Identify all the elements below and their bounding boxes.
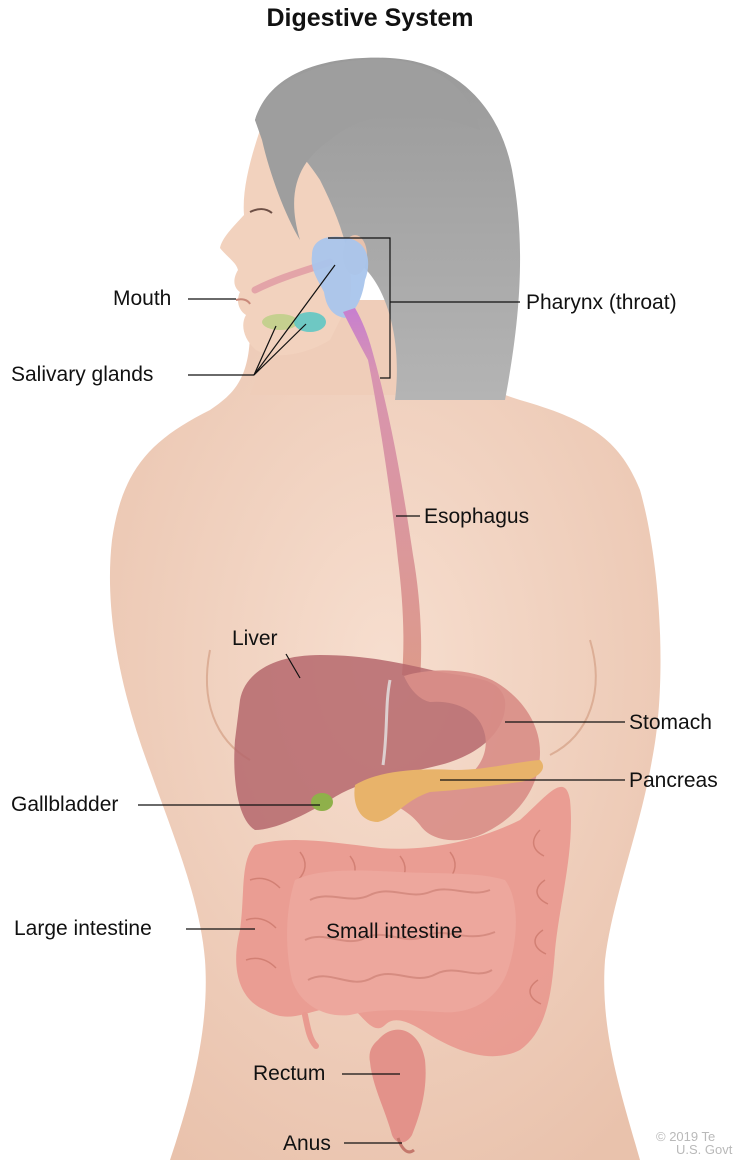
label-esophagus: Esophagus: [424, 505, 529, 529]
label-mouth: Mouth: [113, 287, 171, 311]
label-anus: Anus: [283, 1132, 331, 1156]
copyright-line-2: U.S. Govt: [656, 1143, 732, 1156]
label-stomach: Stomach: [629, 711, 712, 735]
label-large-intestine: Large intestine: [14, 917, 152, 941]
label-rectum: Rectum: [253, 1062, 325, 1086]
label-pharynx: Pharynx (throat): [526, 291, 677, 315]
label-salivary-glands: Salivary glands: [11, 363, 153, 387]
label-small-intestine: Small intestine: [326, 920, 463, 944]
label-gallbladder: Gallbladder: [11, 793, 118, 817]
gallbladder: [311, 793, 333, 811]
label-pancreas: Pancreas: [629, 769, 718, 793]
label-liver: Liver: [232, 627, 278, 651]
copyright-notice: © 2019 Te U.S. Govt: [656, 1130, 732, 1156]
